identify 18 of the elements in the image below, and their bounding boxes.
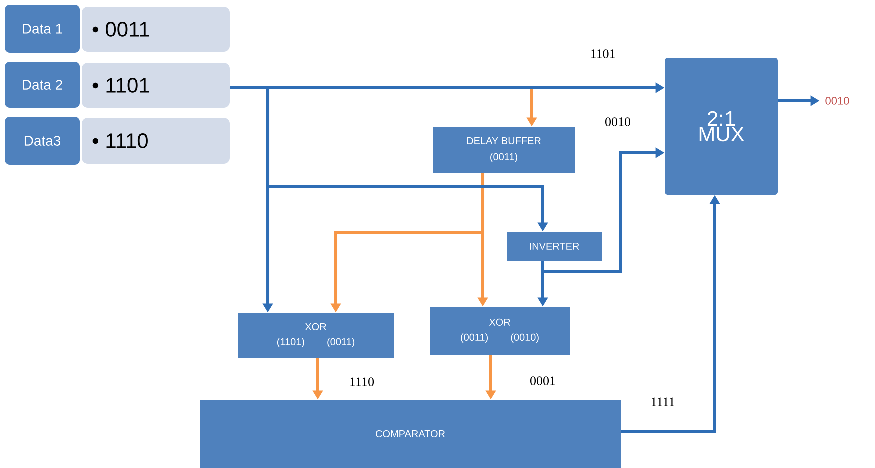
data-tab: Data 1 xyxy=(5,5,80,53)
edge-label: 1111 xyxy=(650,396,676,408)
edge-label: 0010 xyxy=(604,116,632,128)
value-panel: • 1101 xyxy=(82,63,230,108)
output-value: 0010 xyxy=(826,97,850,105)
process-box: INVERTER xyxy=(507,232,602,261)
edge-label: 1110 xyxy=(348,376,376,388)
xor-box: XOR (1101) (0011) xyxy=(238,313,394,358)
process-box: DELAY BUFFER (0011) xyxy=(433,127,575,173)
value-panel: • 0011 xyxy=(82,7,230,52)
comparator-box: COMPARATOR xyxy=(200,400,621,468)
xor-box: XOR (0011) (0010) xyxy=(430,307,570,355)
data-tab: Data3 xyxy=(5,117,80,165)
data-tab: Data 2 xyxy=(5,62,80,108)
edge-label: 1101 xyxy=(589,48,617,60)
edge-label: 0001 xyxy=(529,376,557,386)
multiplexer-box: 2:1 MUX xyxy=(665,58,778,195)
value-panel: • 1110 xyxy=(82,118,230,164)
